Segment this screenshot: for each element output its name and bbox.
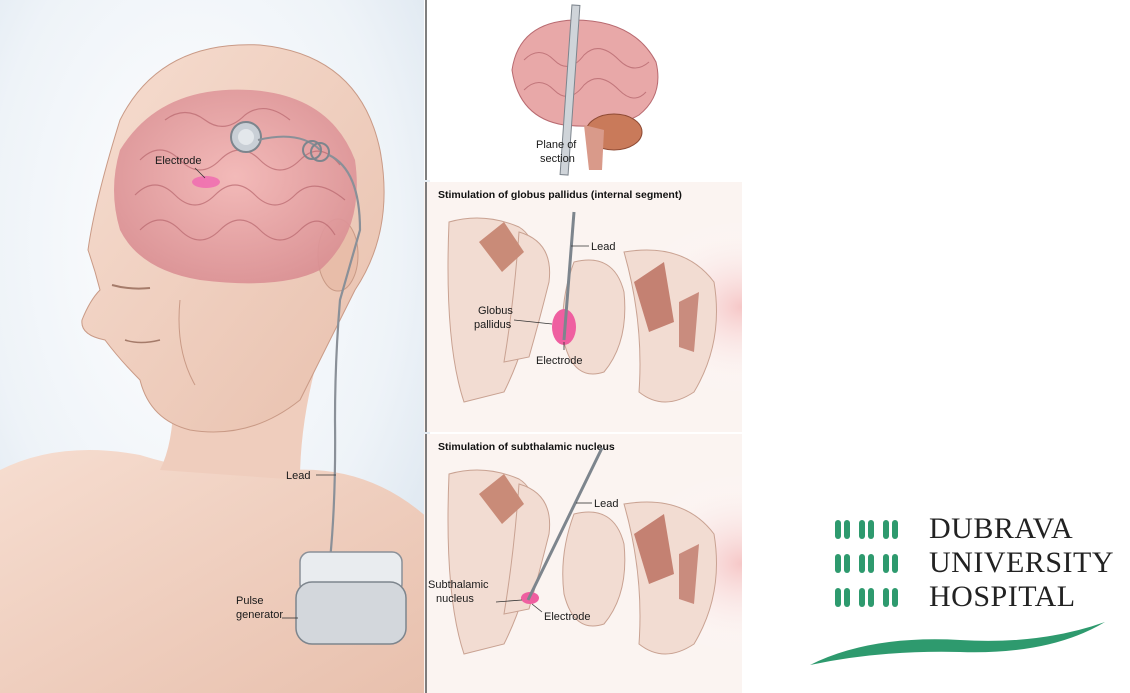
- gp-electrode-label: Electrode: [536, 355, 582, 367]
- gp-structure-label-1: Globus: [478, 305, 513, 317]
- electrode-label: Electrode: [155, 155, 201, 167]
- logo-swoosh-icon: [810, 620, 1130, 670]
- logo-bars-icon: [835, 554, 923, 573]
- hospital-logo: DUBRAVA UNIVERSITY HOSPITAL: [835, 510, 1130, 670]
- subthalamic-nucleus-panel: Stimulation of subthalamic nucleus Lead …: [424, 434, 742, 693]
- logo-row-1: DUBRAVA: [835, 514, 1073, 544]
- globus-pallidus-panel: Stimulation of globus pallidus (internal…: [424, 182, 742, 432]
- lead-label: Lead: [286, 470, 310, 482]
- plane-label-1: Plane of: [536, 139, 577, 151]
- logo-text-dubrava: DUBRAVA: [929, 514, 1073, 544]
- gp-structure-label-2: pallidus: [474, 319, 512, 331]
- plane-label-2: section: [540, 153, 575, 165]
- patient-illustration: Electrode Lead Pulse generator: [0, 0, 430, 693]
- stn-structure-label-2: nucleus: [436, 593, 474, 605]
- gp-panel-title: Stimulation of globus pallidus (internal…: [438, 189, 682, 201]
- pulse-generator-label-1: Pulse: [236, 595, 264, 607]
- logo-bars-icon: [835, 520, 923, 539]
- electrode-highlight: [192, 176, 220, 188]
- stn-structure-label-1: Subthalamic: [428, 579, 489, 591]
- gp-lead-label: Lead: [591, 241, 615, 253]
- plane-of-section-panel: Plane of section: [424, 0, 742, 180]
- logo-text-university: UNIVERSITY: [929, 548, 1114, 578]
- logo-row-2: UNIVERSITY: [835, 548, 1114, 578]
- logo-row-3: HOSPITAL: [835, 582, 1076, 612]
- stn-electrode-label: Electrode: [544, 611, 590, 623]
- pulse-generator: [296, 552, 406, 644]
- pulse-generator-label-2: generator: [236, 609, 283, 621]
- stn-lead-label: Lead: [594, 498, 618, 510]
- logo-bars-icon: [835, 588, 923, 607]
- stn-panel-title: Stimulation of subthalamic nucleus: [438, 441, 615, 453]
- logo-text-hospital: HOSPITAL: [929, 582, 1076, 612]
